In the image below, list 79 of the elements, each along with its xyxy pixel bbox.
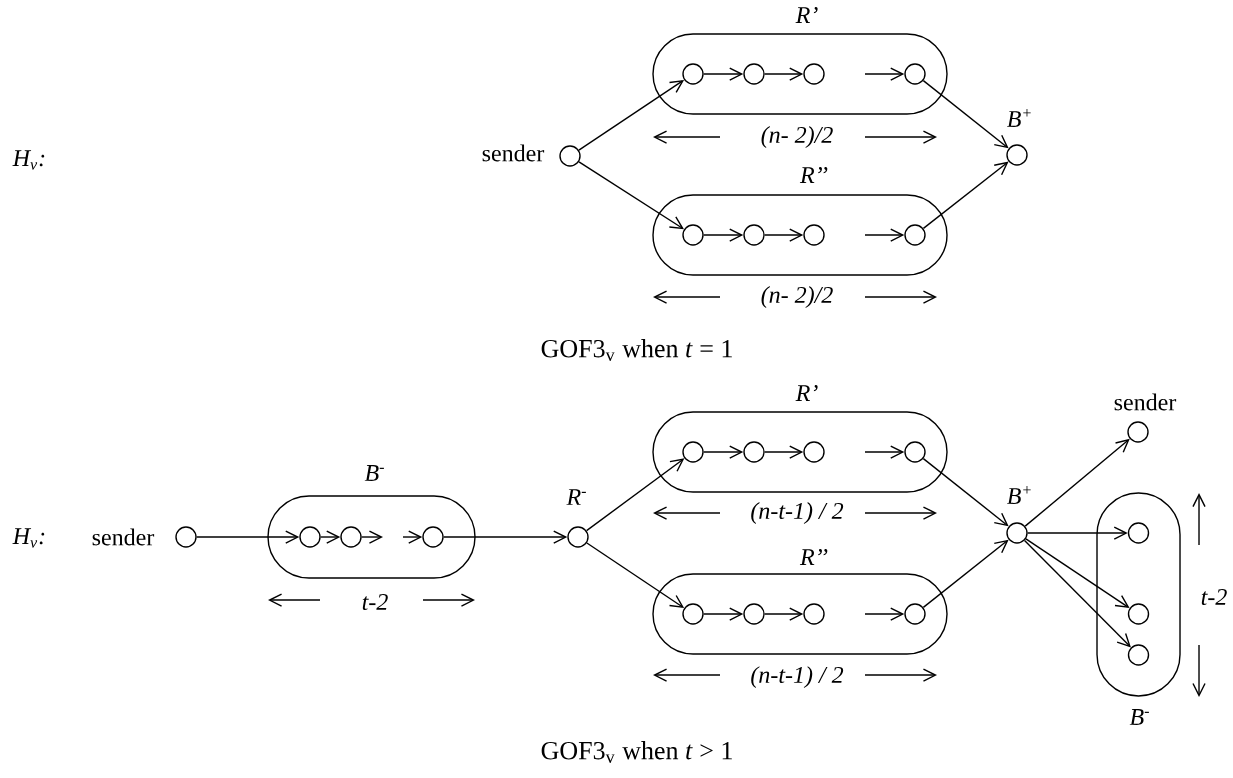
arrow [922,79,1009,149]
arrow [703,445,744,459]
node-label: B$^{-}$ [364,465,384,481]
node-circle [299,526,321,548]
arrow [585,458,685,532]
caption: GOF3$_{v}$ when t > 1 [541,741,732,763]
group-capsule: R’ [652,7,948,115]
node-circle [682,63,704,85]
node-label: sender [1114,393,1177,411]
arrow [402,530,423,544]
node-label: R’ [795,385,818,401]
node-circle [904,603,926,625]
node-circle [803,603,825,625]
node-circle [1127,522,1150,544]
node-circle [803,441,825,463]
node-circle [904,224,926,246]
arrow [1024,438,1130,527]
node-circle [682,441,704,463]
group-capsule: R’ [652,385,948,493]
group-capsule: R’’ [652,167,948,276]
group-capsule: R’’ [652,549,948,655]
arrow [1025,538,1130,609]
arrow [864,607,905,621]
arrow [320,530,341,544]
arrow [361,530,383,544]
arrow [764,445,804,459]
node-circle [743,603,765,625]
node-label: R’’ [799,549,828,565]
node-circle [803,63,825,85]
node-label: sender [482,144,545,162]
node-label: R$^{-}$ [566,489,586,505]
math-label: t-2 [362,593,388,611]
arrow [703,67,744,81]
arrow [578,161,684,230]
node-circle [340,526,362,548]
caption: GOF3$_{v}$ when t = 1 [541,339,732,361]
node-circle [743,441,765,463]
arrow [864,228,905,242]
arrow [864,67,905,81]
arrow [764,228,804,242]
node-label: B$^{+}$ [1007,109,1031,127]
arrow [922,457,1009,527]
arrow [922,539,1009,609]
math-label: H$_{v}$: [12,150,45,170]
math-label: (n-t-1) / 2 [751,502,844,524]
node-circle [1127,603,1150,625]
math-label: t-2 [1201,588,1227,606]
arrow [196,530,300,544]
node-circle [743,224,765,246]
node-circle [1127,644,1150,666]
node-label: R’ [795,7,818,23]
arrow [703,228,744,242]
node-circle [743,63,765,85]
node-circle [904,63,926,85]
arrow [922,161,1009,230]
arrow [703,607,744,621]
node-label: sender [92,528,155,546]
arrow [1027,526,1128,540]
arrow [1023,539,1131,648]
node-circle [422,526,444,548]
group-capsule: B$^{-}$ [1096,492,1181,725]
node-circle [904,441,926,463]
arrow [586,542,685,609]
arrow [764,67,804,81]
node-label: B$^{-}$ [1129,709,1149,725]
math-label: (n- 2)/2 [761,126,833,148]
arrow [578,79,685,151]
node-circle [682,224,704,246]
group-capsule: B$^{-}$ [267,465,476,579]
math-label: (n-t-1) / 2 [751,666,844,688]
math-label: H$_{v}$: [12,528,45,548]
node-label: R’’ [799,167,828,183]
node-circle [682,603,704,625]
arrow [864,445,905,459]
node-label: B$^{+}$ [1007,486,1031,504]
node-circle [803,224,825,246]
arrow [764,607,804,621]
math-label: (n- 2)/2 [761,286,833,308]
arrow [443,530,568,544]
